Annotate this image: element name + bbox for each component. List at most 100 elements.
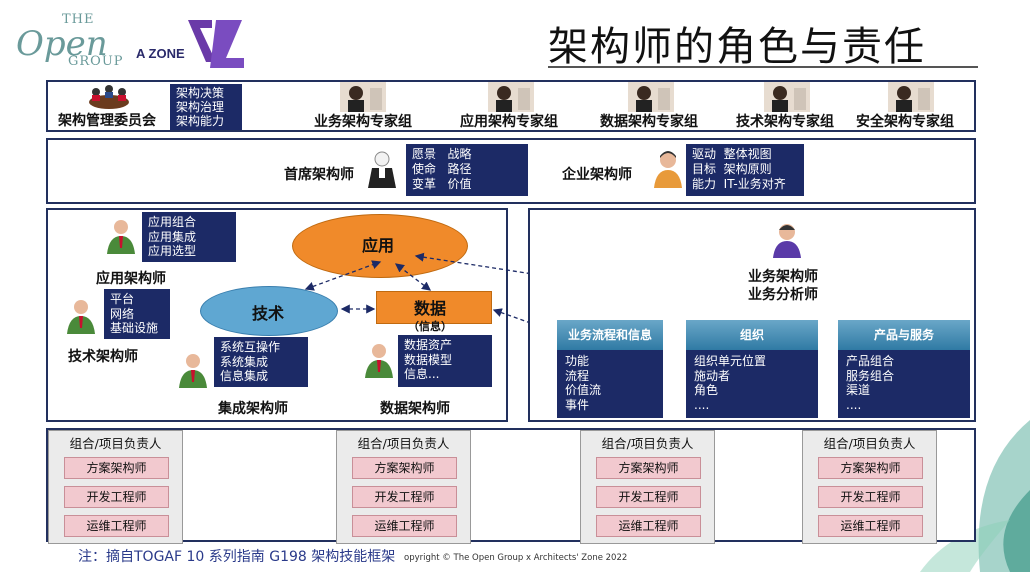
biz-item: 流程 <box>565 368 590 383</box>
technology-ellipse <box>200 286 338 336</box>
biz-col-head: 业务流程和信息 <box>557 320 663 350</box>
biz-item: 价值流 <box>565 383 602 397</box>
data-item: 数据资产 <box>404 338 453 352</box>
data-architect-label: 数据架构师 <box>380 401 450 417</box>
board-duties-box: 架构决策 架构治理 架构能力 <box>170 84 242 130</box>
tech-items-box: 平台 网络 基础设施 <box>104 289 170 339</box>
arrow-tech-app <box>304 260 382 291</box>
integration-item: 信息集成 <box>220 369 269 383</box>
app-item: 应用选型 <box>148 244 197 258</box>
expert-group-photo <box>340 82 386 112</box>
tech-item: 网络 <box>110 306 135 321</box>
team-lead-label: 组合/项目负责人 <box>69 436 162 451</box>
business-analyst-label: 业务分析师 <box>748 287 818 303</box>
board-label: 架构管理委员会 <box>58 113 156 129</box>
chief-duty: 变革 <box>412 177 437 191</box>
app-architect-icon <box>107 220 135 254</box>
az-logo-mark <box>188 20 244 68</box>
arrow-data-app <box>394 263 432 291</box>
biz-col-head: 产品与服务 <box>838 320 970 350</box>
app-item: 应用组合 <box>148 215 197 229</box>
expert-group-label: 应用架构专家组 <box>460 114 558 130</box>
project-team: 组合/项目负责人 方案架构师 开发工程师 运维工程师 <box>802 430 937 544</box>
ea-duty: 整体视图 <box>723 147 772 161</box>
team-lead-label: 组合/项目负责人 <box>823 436 916 451</box>
biz-item: 功能 <box>565 354 590 368</box>
ea-duty: 能力 <box>692 177 717 191</box>
app-item: 应用集成 <box>148 229 197 244</box>
integration-items-box: 系统互操作 系统集成 信息集成 <box>214 337 308 387</box>
ea-duty: 架构原则 <box>723 162 772 176</box>
enterprise-architect-icon <box>654 151 682 188</box>
app-items-box: 应用组合 应用集成 应用选型 <box>142 212 236 262</box>
business-architect-icon <box>773 224 801 258</box>
data-item: 数据模型 <box>404 352 453 367</box>
biz-item: 事件 <box>565 397 590 412</box>
expert-group-label: 业务架构专家组 <box>314 114 412 130</box>
ea-duty: 驱动 <box>692 147 717 161</box>
technology-ellipse-label: 技术 <box>252 304 285 323</box>
chief-duty: 战略 <box>447 147 472 161</box>
team-role: 开发工程师 <box>64 486 169 508</box>
tech-item: 平台 <box>110 292 135 306</box>
tech-architect-icon <box>67 300 95 334</box>
team-role: 方案架构师 <box>352 457 457 479</box>
biz-item: 施动者 <box>694 368 731 383</box>
expert-group-photo <box>888 82 934 112</box>
biz-col-items: 产品组合 服务组合 渠道 .... <box>838 350 970 418</box>
ea-duties-box: 驱动 整体视图 目标 架构原则 能力 IT-业务对齐 <box>686 144 804 196</box>
ea-duty: 目标 <box>692 162 717 176</box>
expert-group-photo <box>764 82 810 112</box>
team-role: 运维工程师 <box>352 515 457 537</box>
project-team: 组合/项目负责人 方案架构师 开发工程师 运维工程师 <box>336 430 471 544</box>
open-group-logo: THE Open GROUP <box>16 12 124 69</box>
biz-col-items: 组织单元位置 施动者 角色 .... <box>686 350 818 418</box>
chief-duties-box: 愿景 战略 使命 路径 变革 价值 <box>406 144 528 196</box>
biz-item: .... <box>694 397 710 412</box>
chief-duty: 愿景 <box>412 147 437 161</box>
board-duty: 架构能力 <box>176 114 225 128</box>
biz-item: .... <box>846 397 862 412</box>
chief-architect-label: 首席架构师 <box>284 167 354 183</box>
copyright-text: opyright © The Open Group x Architects' … <box>404 553 628 563</box>
business-architect-label: 业务架构师 <box>748 269 818 285</box>
page-title: 架构师的角色与责任 <box>548 24 926 70</box>
enterprise-architect-label: 企业架构师 <box>562 167 632 183</box>
project-team: 组合/项目负责人 方案架构师 开发工程师 运维工程师 <box>48 430 183 544</box>
biz-col-items: 功能 流程 价值流 事件 <box>557 350 663 418</box>
chief-duty: 路径 <box>447 162 472 176</box>
tech-architect-label: 技术架构师 <box>68 349 138 365</box>
biz-col-head: 组织 <box>686 320 818 350</box>
team-role: 开发工程师 <box>352 486 457 508</box>
expert-group-photo <box>488 82 534 112</box>
team-role: 方案架构师 <box>818 457 923 479</box>
chief-architect-icon <box>368 151 396 188</box>
integration-architect-icon <box>179 354 207 388</box>
source-note: 注：摘自TOGAF 10 系列指南 G198 架构技能框架 <box>78 549 396 565</box>
data-box-sublabel: （信息） <box>408 320 452 333</box>
biz-item: 角色 <box>694 383 719 397</box>
data-architect-icon <box>365 344 393 378</box>
expert-group-label: 安全架构专家组 <box>856 114 954 130</box>
team-role: 开发工程师 <box>596 486 701 508</box>
biz-item: 服务组合 <box>846 368 895 383</box>
biz-item: 产品组合 <box>846 354 895 368</box>
team-lead-label: 组合/项目负责人 <box>601 436 694 451</box>
team-role: 运维工程师 <box>64 515 169 537</box>
board-duty: 架构治理 <box>176 100 225 114</box>
architects-zone-logo: A ZONE <box>136 18 246 70</box>
expert-group-label: 技术架构专家组 <box>736 114 834 130</box>
data-items-box: 数据资产 数据模型 信息... <box>398 335 492 387</box>
team-role: 运维工程师 <box>596 515 701 537</box>
expert-group-photo <box>628 82 674 112</box>
team-role: 方案架构师 <box>64 457 169 479</box>
team-lead-label: 组合/项目负责人 <box>357 436 450 451</box>
chief-duty: 使命 <box>412 162 437 176</box>
chief-duty: 价值 <box>447 177 472 191</box>
tech-item: 基础设施 <box>110 321 159 335</box>
expert-group-label: 数据架构专家组 <box>600 114 698 130</box>
team-role: 运维工程师 <box>818 515 923 537</box>
integration-item: 系统互操作 <box>220 340 281 354</box>
biz-item: 渠道 <box>846 383 871 397</box>
team-role: 开发工程师 <box>818 486 923 508</box>
